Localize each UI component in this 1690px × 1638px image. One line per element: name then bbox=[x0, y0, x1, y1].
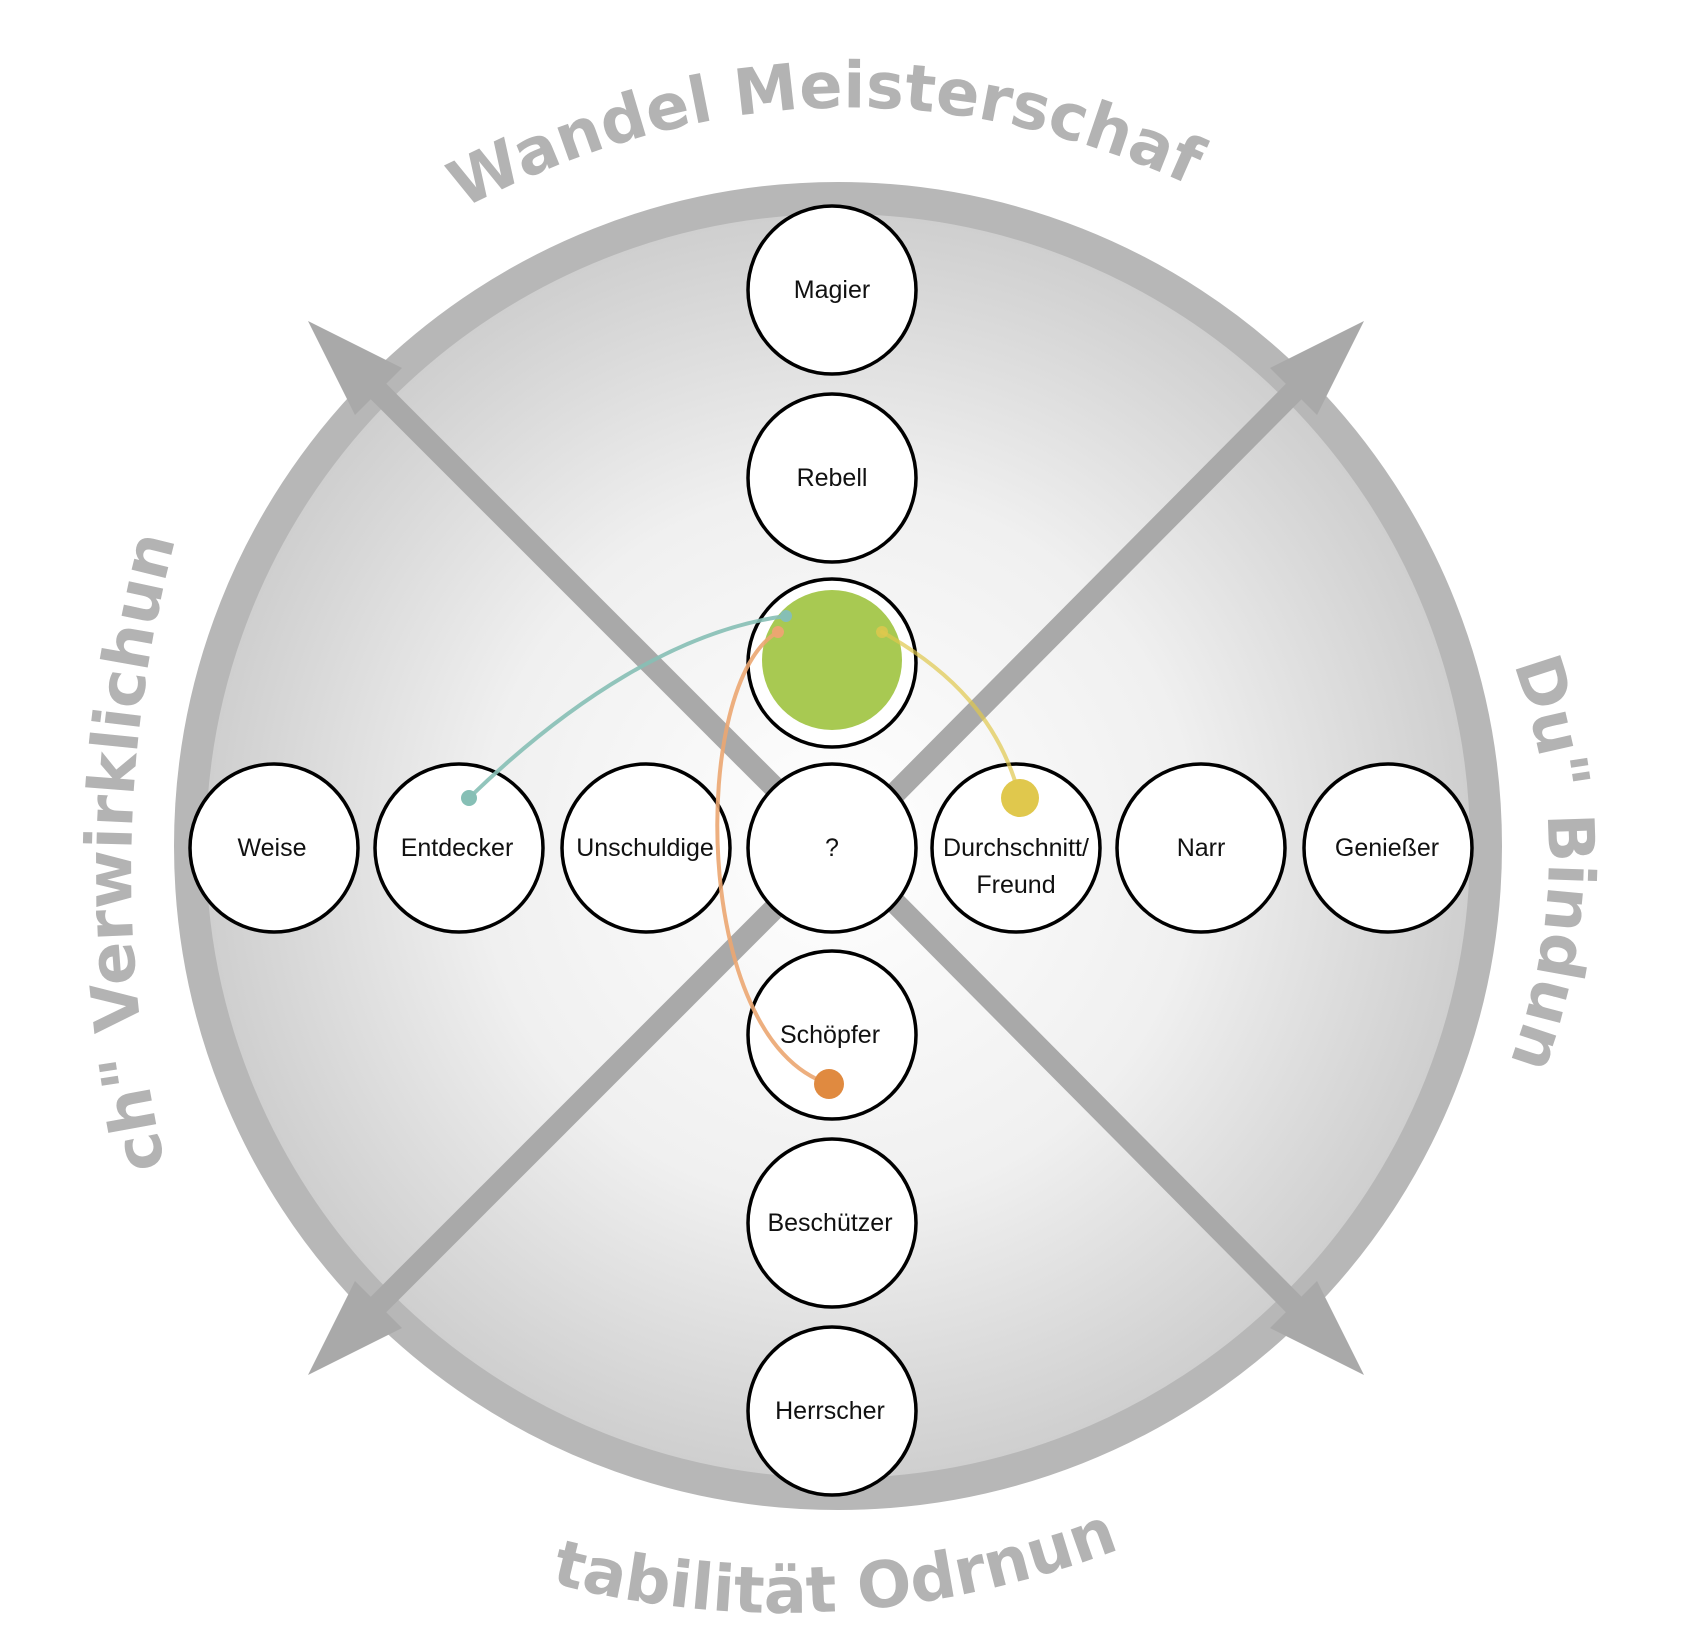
node-circle bbox=[1115, 762, 1287, 934]
connector-yellow-dot bbox=[1001, 779, 1039, 817]
node-schoepfer[interactable]: Schöpfer bbox=[746, 949, 918, 1121]
connector-teal-start-dot bbox=[461, 790, 477, 806]
node-label-entdecker: Entdecker bbox=[401, 834, 514, 862]
node-circle bbox=[930, 762, 1102, 934]
node-circle bbox=[746, 762, 918, 934]
node-highlight[interactable] bbox=[746, 577, 918, 749]
node-circle bbox=[188, 762, 360, 934]
node-circle bbox=[746, 392, 918, 564]
node-entdecker[interactable]: Entdecker bbox=[373, 762, 545, 934]
node-magier[interactable]: Magier bbox=[746, 204, 918, 376]
node-label-center: ? bbox=[825, 834, 839, 862]
node-label-durchschnitt: Durchschnitt/ bbox=[943, 834, 1089, 862]
node-label-magier: Magier bbox=[794, 276, 870, 304]
node-label-geniesser: Genießer bbox=[1335, 834, 1439, 862]
node-label-weise: Weise bbox=[237, 834, 306, 862]
node-circle bbox=[746, 1325, 918, 1497]
node-weise[interactable]: Weise bbox=[188, 762, 360, 934]
node-narr[interactable]: Narr bbox=[1115, 762, 1287, 934]
node-label-rebell: Rebell bbox=[797, 464, 868, 492]
node-label-schoepfer: Schöpfer bbox=[780, 1021, 880, 1049]
arrowhead-top-right bbox=[1270, 321, 1364, 415]
node-circle bbox=[373, 762, 545, 934]
node-center[interactable]: ? bbox=[746, 762, 918, 934]
quadrant-label-left: „Ich" Verwirklichung bbox=[0, 0, 191, 1179]
node-label-narr: Narr bbox=[1177, 834, 1226, 862]
node-circle bbox=[1302, 762, 1474, 934]
node-circle bbox=[746, 949, 918, 1121]
arrowhead-bottom-left bbox=[308, 1281, 402, 1375]
node-herrscher[interactable]: Herrscher bbox=[746, 1325, 918, 1497]
node-geniesser[interactable]: Genießer bbox=[1302, 762, 1474, 934]
node-rebell[interactable]: Rebell bbox=[746, 392, 918, 564]
arrowhead-bottom-right bbox=[1270, 1281, 1364, 1375]
node-label-freund: Freund bbox=[976, 871, 1055, 899]
node-label-beschuetzer: Beschützer bbox=[767, 1209, 892, 1237]
node-circle bbox=[560, 762, 732, 934]
connector-orange bbox=[715, 630, 831, 1086]
arrowhead-top-left bbox=[308, 321, 402, 415]
connector-yellow bbox=[880, 630, 1022, 800]
node-label-unschuldige: Unschuldige bbox=[576, 834, 714, 862]
node-unschuldige[interactable]: Unschuldige bbox=[560, 762, 732, 934]
connector-yellow-end-dot bbox=[876, 626, 888, 638]
highlight-fill-circle bbox=[762, 590, 902, 730]
node-beschuetzer[interactable]: Beschützer bbox=[746, 1137, 918, 1309]
node-label-herrscher: Herrscher bbox=[775, 1397, 885, 1425]
connector-orange-end-dot bbox=[772, 626, 784, 638]
node-circle bbox=[746, 1137, 918, 1309]
node-durchschnitt-freund[interactable]: Durchschnitt/ Freund bbox=[930, 762, 1102, 934]
node-circle bbox=[746, 204, 918, 376]
connector-teal-end-dot bbox=[780, 610, 792, 622]
connector-orange-dot bbox=[814, 1069, 844, 1099]
connector-teal bbox=[467, 614, 788, 800]
